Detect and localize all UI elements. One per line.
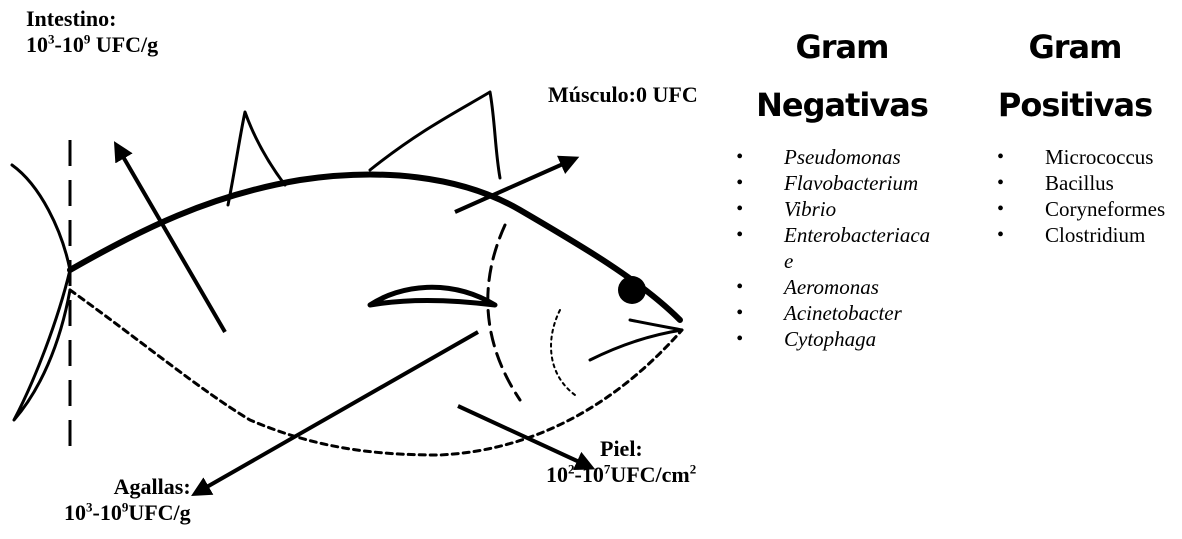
label-agallas: Agallas: 103-109UFC/g	[64, 474, 191, 526]
list-gram-negativas: PseudomonasFlavobacteriumVibrioEnterobac…	[736, 144, 934, 352]
heading-negativas-line1: Gram	[742, 18, 942, 76]
label-intestino-value: 103-109 UFC/g	[26, 32, 158, 58]
label-piel: Piel: 102-107UFC/cm2	[546, 436, 696, 488]
label-intestino: Intestino: 103-109 UFC/g	[26, 6, 158, 58]
species-item: Coryneformes	[997, 196, 1165, 222]
species-item: Cytophaga	[736, 326, 934, 352]
species-item: Pseudomonas	[736, 144, 934, 170]
ventral-edge	[70, 290, 682, 455]
heading-gram-positivas: Gram Positivas	[990, 18, 1160, 134]
fish-eye	[618, 276, 646, 304]
heading-positivas-line1: Gram	[990, 18, 1160, 76]
tail-fin	[12, 165, 70, 420]
gill-cover	[488, 225, 520, 400]
list-gram-positivas: MicrococcusBacillusCoryneformesClostridi…	[997, 144, 1165, 248]
species-item: Enterobacteriacae	[736, 222, 934, 274]
label-intestino-name: Intestino:	[26, 6, 158, 32]
label-musculo: Músculo:0 UFC	[548, 82, 698, 108]
species-item: Bacillus	[997, 170, 1165, 196]
dorsal-fin-2	[370, 92, 500, 178]
heading-negativas-line2: Negativas	[742, 76, 942, 134]
fish-outline	[12, 92, 682, 455]
heading-gram-negativas: Gram Negativas	[742, 18, 942, 134]
arrow-intestino	[118, 148, 225, 332]
arrow-agallas	[198, 332, 478, 492]
pectoral-fin	[370, 287, 495, 305]
species-item: Aeromonas	[736, 274, 934, 300]
label-piel-value: 102-107UFC/cm2	[546, 462, 696, 488]
species-item: Acinetobacter	[736, 300, 934, 326]
inner-gill	[551, 310, 575, 395]
dorsal-edge	[70, 175, 680, 320]
label-agallas-name: Agallas:	[64, 474, 191, 500]
jaw-line	[590, 320, 682, 360]
species-item: Clostridium	[997, 222, 1165, 248]
label-piel-name: Piel:	[546, 436, 696, 462]
species-item: Micrococcus	[997, 144, 1165, 170]
label-agallas-value: 103-109UFC/g	[64, 500, 191, 526]
heading-positivas-line2: Positivas	[990, 76, 1160, 134]
species-item: Vibrio	[736, 196, 934, 222]
species-item: Flavobacterium	[736, 170, 934, 196]
